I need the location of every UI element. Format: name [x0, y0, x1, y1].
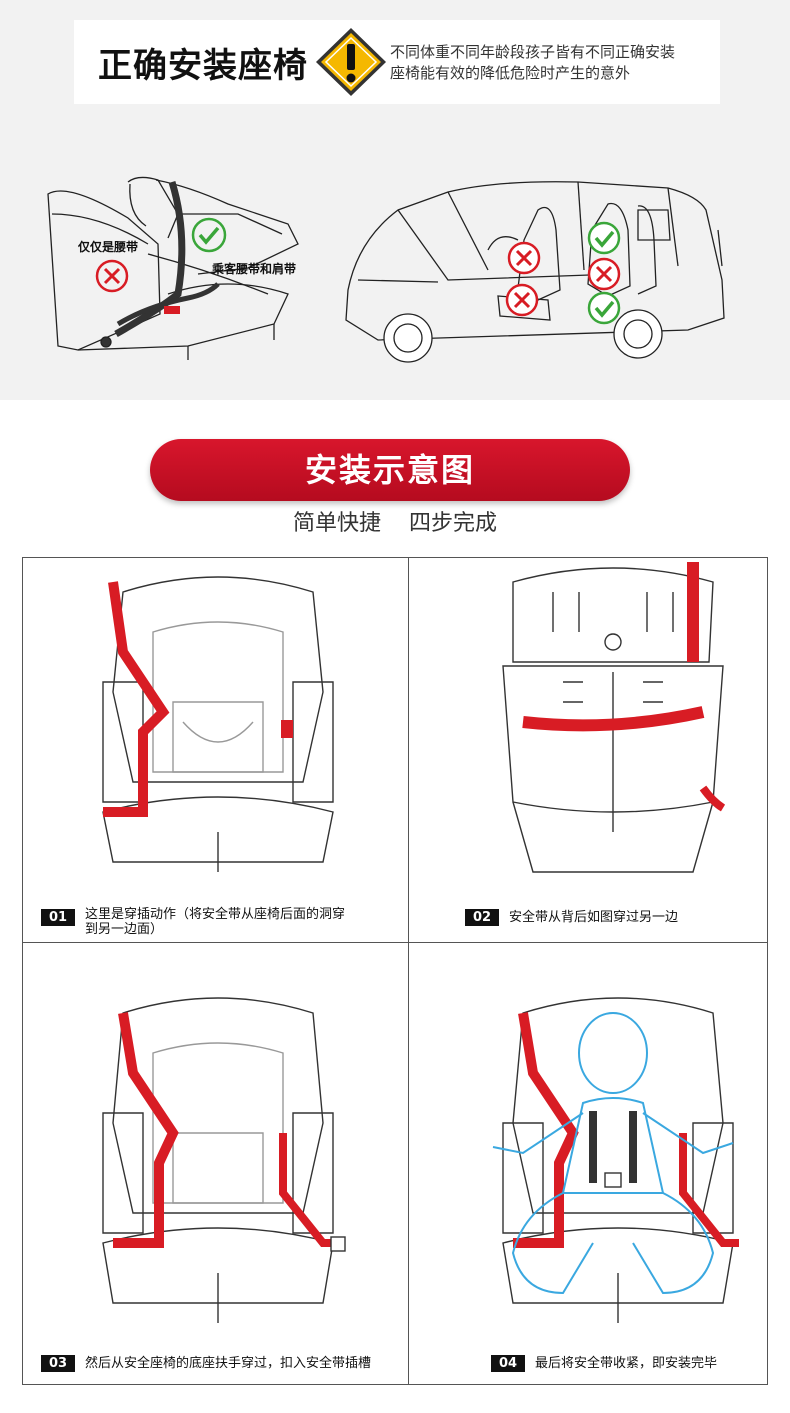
step-number: 04: [491, 1355, 525, 1372]
warning-icon: [316, 28, 386, 96]
cross-icon: [587, 257, 621, 291]
check-icon: [587, 291, 621, 325]
install-steps-grid: 01 这里是穿插动作（将安全带从座椅后面的洞穿 到另一边面） 02 安全带从背后…: [22, 557, 768, 1385]
step-4: 04 最后将安全带收紧，即安装完毕: [409, 943, 767, 1384]
title-description: 不同体重不同年龄段孩子皆有不同正确安装 座椅能有效的降低危险时产生的意外: [390, 43, 676, 82]
grid-divider-horizontal: [23, 942, 767, 943]
intro-section: 正确安装座椅 不同体重不同年龄段孩子皆有不同正确安装 座椅能有效的降低危险时产生…: [0, 0, 790, 400]
step-number: 03: [41, 1355, 75, 1372]
cross-icon: [507, 241, 541, 275]
step-3-seat-illustration: [102, 997, 346, 1323]
step-description: 这里是穿插动作（将安全带从座椅后面的洞穿 到另一边面）: [85, 907, 346, 937]
step-description: 安全带从背后如图穿过另一边: [509, 910, 679, 925]
step-1: 01 这里是穿插动作（将安全带从座椅后面的洞穿 到另一边面）: [23, 558, 408, 942]
title-banner: 正确安装座椅 不同体重不同年龄段孩子皆有不同正确安装 座椅能有效的降低危险时产生…: [74, 20, 720, 104]
step-4-seat-with-child-illustration: [492, 997, 739, 1323]
check-icon: [191, 217, 227, 253]
step-2: 02 安全带从背后如图穿过另一边: [409, 558, 767, 942]
step-3: 03 然后从安全座椅的底座扶手穿过，扣入安全带插槽: [23, 943, 408, 1384]
install-diagram-subtitle: 简单快捷 四步完成: [293, 511, 497, 536]
install-diagram-banner: 安装示意图: [150, 439, 630, 501]
grid-divider-vertical: [408, 558, 409, 1384]
step-number: 02: [465, 909, 499, 926]
car-seat-position-illustration: [345, 181, 725, 363]
step-description: 最后将安全带收紧，即安装完毕: [535, 1356, 718, 1371]
lap-only-label: 仅仅是腰带: [78, 240, 139, 254]
cross-icon: [95, 259, 129, 293]
check-icon: [587, 221, 621, 255]
step-1-seat-illustration: [102, 576, 334, 872]
step-description: 然后从安全座椅的底座扶手穿过，扣入安全带插槽: [85, 1356, 372, 1371]
install-diagram-title: 安装示意图: [304, 451, 475, 489]
page-title: 正确安装座椅: [98, 46, 308, 86]
lap-shoulder-label: 乘客腰带和肩带: [212, 262, 297, 276]
vehicle-seat-illustration: [47, 176, 299, 360]
cross-icon: [505, 283, 539, 317]
step-number: 01: [41, 909, 75, 926]
step-2-seat-back-illustration: [502, 562, 726, 873]
